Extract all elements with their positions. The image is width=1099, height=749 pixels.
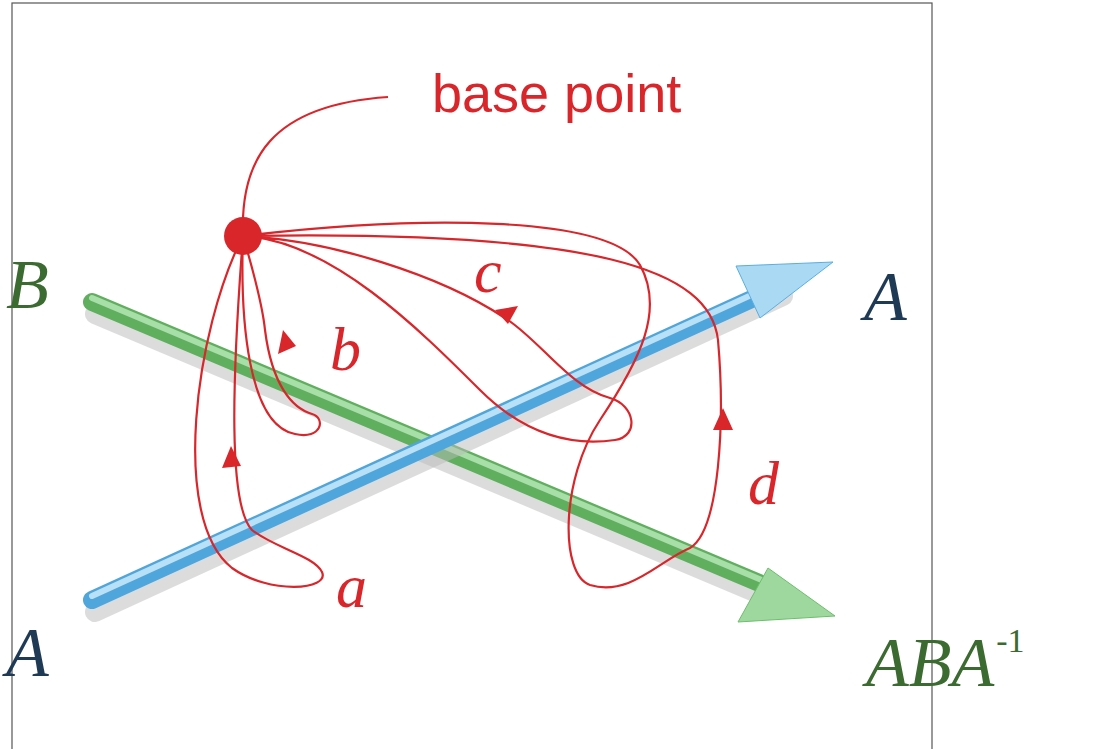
superscript: -1 <box>996 624 1024 658</box>
strand-label: B <box>6 250 49 320</box>
loops <box>195 97 721 587</box>
loop-label: d <box>748 452 779 514</box>
loop-label: b <box>330 318 361 380</box>
loop-arrowheads <box>222 306 733 468</box>
base-point-dot <box>224 217 262 255</box>
point-label: base point <box>432 66 681 120</box>
strand-label: ABA <box>866 628 994 698</box>
loop-label: c <box>474 240 502 302</box>
strand-label: A <box>864 262 907 332</box>
strand-a <box>92 262 833 612</box>
loop-label: a <box>336 555 367 617</box>
frame <box>12 3 932 749</box>
strand-b <box>92 298 835 622</box>
strand-label: A <box>6 618 49 688</box>
